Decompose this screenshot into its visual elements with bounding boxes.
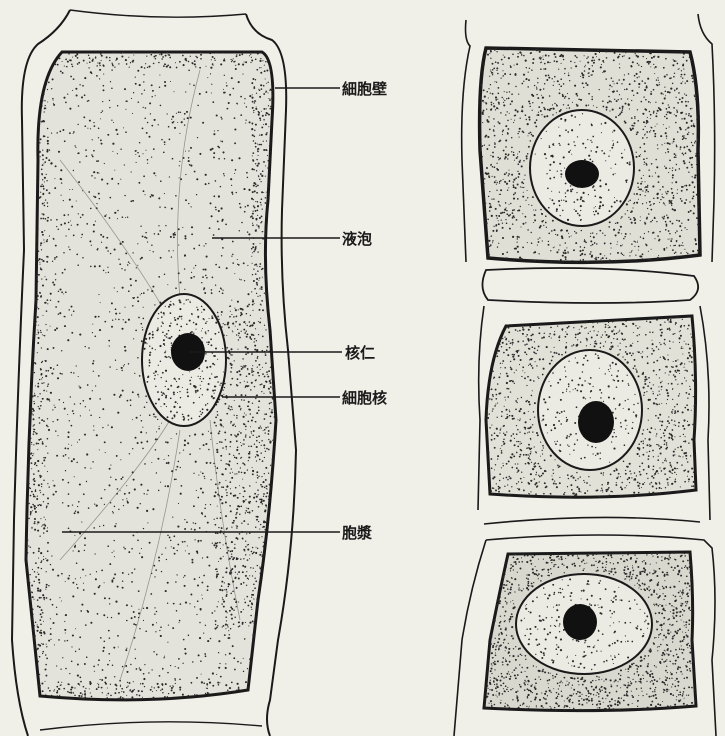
label-vacuole: 液泡 <box>342 230 372 248</box>
label-cell-wall: 細胞壁 <box>342 80 387 98</box>
small-cell-bottom <box>481 549 698 715</box>
label-cytoplasm: 胞漿 <box>341 524 372 542</box>
nucleolus <box>578 401 614 443</box>
label-nucleus: 細胞核 <box>342 389 387 407</box>
label-nucleolus: 核仁 <box>345 344 375 362</box>
labels: 細胞壁 液泡 核仁 細胞核 胞漿 <box>341 80 387 542</box>
large-cell <box>19 44 281 706</box>
small-cell-top <box>477 45 703 269</box>
small-cell-middle <box>483 313 701 505</box>
nucleolus <box>563 604 597 640</box>
nucleolus <box>565 160 599 188</box>
